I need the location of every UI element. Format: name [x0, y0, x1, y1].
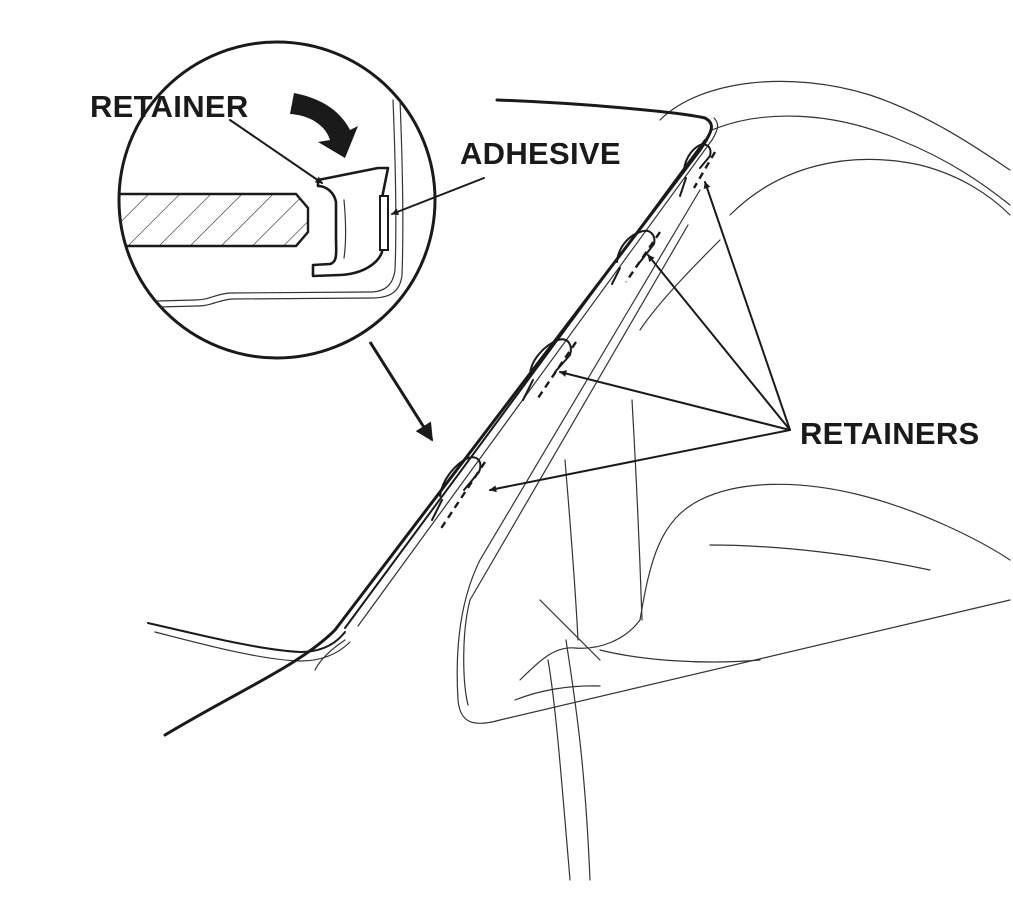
label-retainer: RETAINER: [90, 89, 249, 124]
label-adhesive: ADHESIVE: [460, 136, 621, 171]
retainer-clips: [431, 143, 717, 531]
retainer-clip: [679, 143, 717, 197]
magnify-pointer-arrow: [368, 341, 434, 442]
retainer-clip: [431, 456, 487, 531]
detail-magnifier: [117, 40, 437, 360]
retainer-clip: [522, 338, 577, 401]
retainers-leader-arrows: [489, 181, 791, 493]
windshield-molding: [163, 98, 719, 737]
car-body-outline: [147, 80, 1011, 881]
label-retainers: RETAINERS: [800, 416, 980, 451]
curved-arrow-icon: [290, 93, 358, 158]
retainer-clip: [611, 229, 661, 285]
